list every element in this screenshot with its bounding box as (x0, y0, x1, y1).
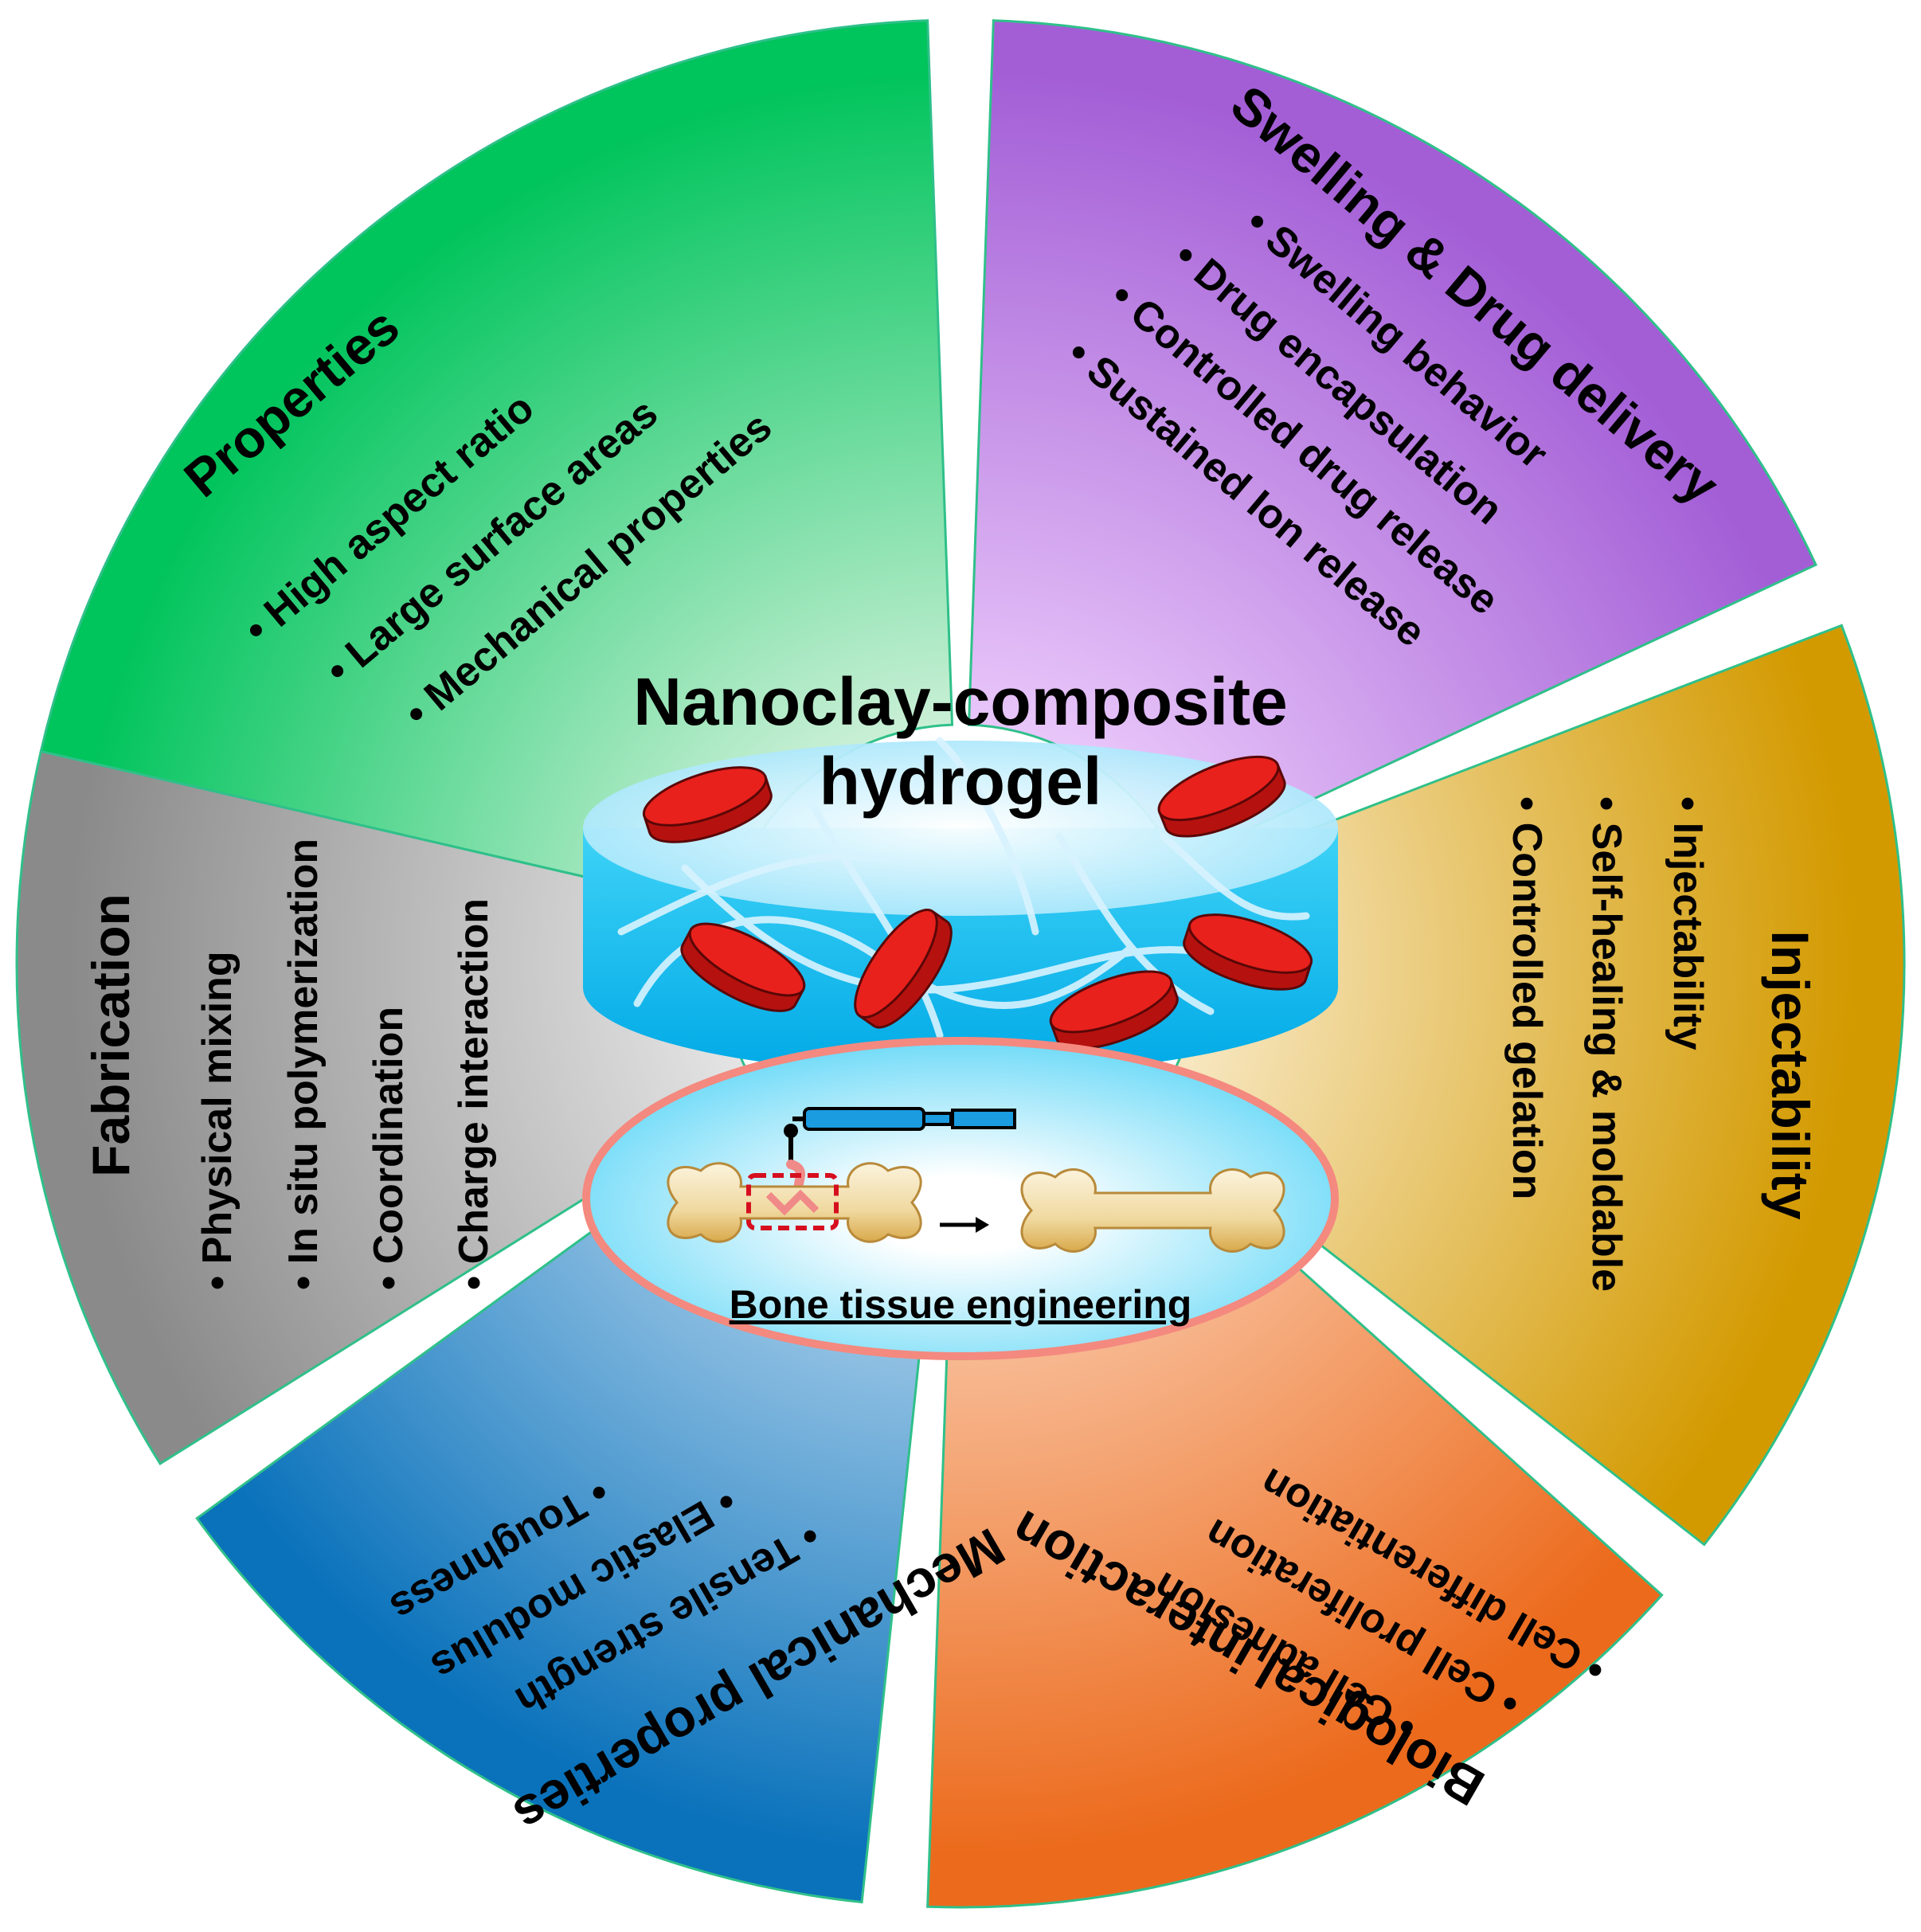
sector-item: • Injectability (1665, 796, 1711, 1050)
nanoclay-platelet (1183, 913, 1313, 991)
sector-item: • Self-healing & moldable (1583, 796, 1630, 1292)
sector-item: • In situ polymerization (280, 839, 327, 1290)
sector-injectability-text: Injectability • Injectability • Self-hea… (1504, 796, 1820, 1292)
sector-title: Injectability (1761, 930, 1820, 1219)
gel-top (583, 741, 1338, 916)
sector-item: • Controlled gelation (1504, 796, 1550, 1199)
bone-tissue-engineering-panel: Bone tissue engineering (582, 1037, 1339, 1360)
nanoclay-platelet (1157, 755, 1286, 838)
sector-item: • Charge interaction (451, 898, 497, 1290)
center-title-line2: hydrogel (820, 744, 1102, 819)
nanoclay-platelets (642, 755, 1313, 1050)
sector-item: • Physical mixing (194, 951, 241, 1290)
nanoclay-platelet (680, 922, 806, 1012)
nanoclay-platelet (1049, 970, 1179, 1050)
nanoclay-platelet (854, 909, 953, 1029)
application-label: Bone tissue engineering (730, 1282, 1192, 1327)
hydrogel-disk-illustration (583, 737, 1338, 1075)
sector-item: • Coordination (366, 1007, 412, 1290)
damaged-bone-icon (667, 1162, 922, 1243)
arrow-right-icon (940, 1217, 989, 1233)
healed-bone-icon (1020, 1168, 1285, 1253)
sector-fabrication-text: Fabrication • Physical mixing • In situ … (81, 839, 497, 1290)
nanoclay-platelet (642, 766, 773, 843)
center-title-line1: Nanoclay-composite (633, 664, 1288, 739)
syringe-icon (784, 1107, 1016, 1203)
sector-title: Fabrication (81, 894, 140, 1177)
